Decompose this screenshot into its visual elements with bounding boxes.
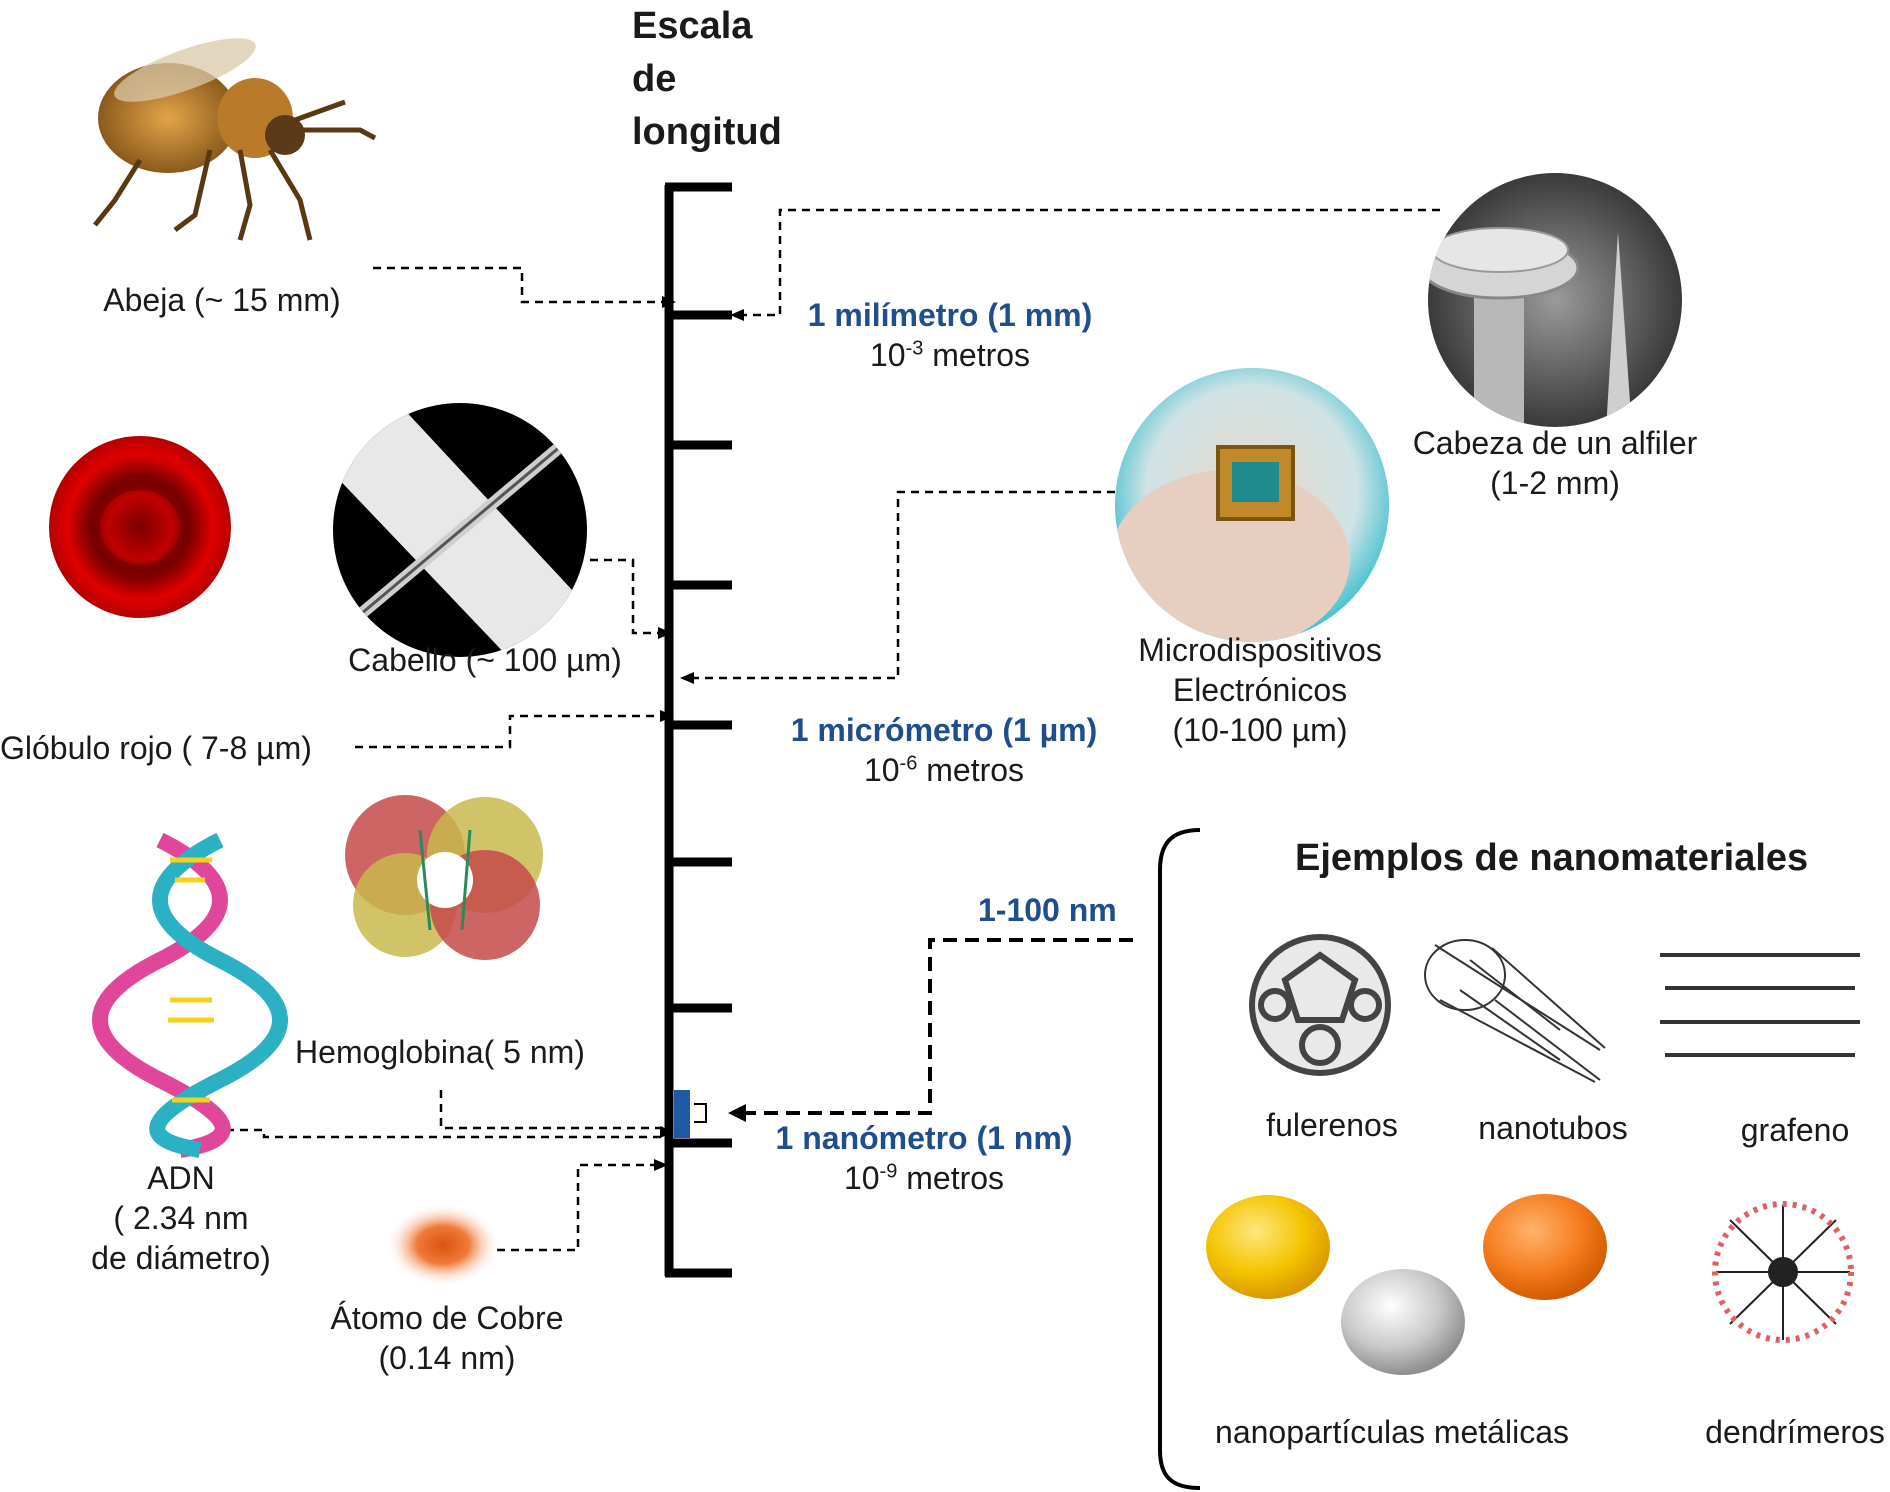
micro-line: Electrónicos: [1172, 672, 1348, 708]
dna-image: [92, 832, 288, 1158]
adn-line: ( 2.34 nm: [113, 1200, 249, 1236]
scale-name: 1 micrómetro (1 µm): [790, 712, 1098, 748]
connector-micro: [690, 490, 1115, 680]
scale-value: 10-3 metros: [869, 337, 1031, 373]
label-dendrimeros: dendrímeros: [1705, 1414, 1885, 1450]
fullerene-image: [1249, 934, 1391, 1076]
connectors: [226, 208, 1440, 1252]
dendrimer-image: [1712, 1201, 1854, 1343]
adn-line: ADN: [147, 1160, 215, 1196]
page-title: Escala de longitud: [632, 0, 782, 159]
scale-name: 1 nanómetro (1 nm): [775, 1120, 1073, 1156]
hair-sem-image: [333, 403, 587, 657]
nanomaterials-heading: Ejemplos de nanomateriales: [1295, 837, 1809, 879]
arrowhead: [680, 672, 694, 684]
label-grafeno: grafeno: [1740, 1112, 1850, 1148]
label-microdispositivos: Microdispositivos Electrónicos (10-100 µ…: [1138, 630, 1382, 750]
connector-cobre: [497, 1163, 660, 1252]
graphene-image: [1660, 953, 1860, 1057]
scale-label-nm: 1 nanómetro (1 nm) 10-9 metros: [776, 1118, 1073, 1198]
label-nanotubos: nanotubos: [1478, 1110, 1628, 1146]
label-nanoparticulas: nanopartículas metálicas: [1215, 1414, 1569, 1450]
arrowhead: [730, 309, 744, 321]
arrowhead: [654, 1159, 668, 1171]
adn-line: de diámetro): [91, 1240, 271, 1276]
scale-value: 10-6 metros: [863, 752, 1025, 788]
scale-label-um: 1 micrómetro (1 µm) 10-6 metros: [791, 710, 1098, 790]
connector-nano: [740, 938, 1133, 1115]
label-adn: ADN ( 2.34 nm de diámetro): [91, 1158, 271, 1278]
hemoglobin-image: [345, 795, 543, 960]
metal-nanoparticles-image: [1206, 1194, 1607, 1375]
arrowheads: [654, 296, 746, 1171]
title-line: de: [632, 58, 677, 100]
scale-value: 10-9 metros: [843, 1160, 1005, 1196]
pin-head-image: [1428, 173, 1682, 427]
label-globulo-rojo: Glóbulo rojo ( 7-8 µm): [0, 730, 312, 766]
red-blood-cell-image: [49, 436, 231, 618]
nanotube-image: [1424, 939, 1606, 1083]
label-alfiler: Cabeza de un alfiler (1-2 mm): [1413, 423, 1698, 503]
arrowhead: [658, 627, 672, 639]
label-cabello: Cabello (~ 100 µm): [348, 642, 622, 678]
connector-abeja: [373, 266, 668, 304]
connector-adn: [226, 1128, 666, 1139]
nano-range-bracket: [694, 1103, 707, 1123]
silver-nanoparticle: [1341, 1269, 1465, 1375]
cobre-line: Átomo de Cobre: [330, 1300, 564, 1336]
micro-line: Microdispositivos: [1138, 632, 1382, 668]
scale-label-mm: 1 milímetro (1 mm) 10-3 metros: [808, 295, 1093, 375]
copper-atom-image: [385, 1203, 501, 1287]
alfiler-line: Cabeza de un alfiler: [1412, 425, 1698, 461]
arrowhead: [660, 1126, 674, 1138]
bee-image: [93, 38, 377, 241]
gold-nanoparticle: [1206, 1195, 1330, 1299]
scale-name: 1 milímetro (1 mm): [807, 297, 1093, 333]
cobre-line: (0.14 nm): [378, 1340, 516, 1376]
copper-nanoparticle: [1483, 1194, 1607, 1300]
nano-range-marker: [674, 1090, 690, 1138]
micro-line: (10-100 µm): [1172, 712, 1348, 748]
label-abeja: Abeja (~ 15 mm): [103, 282, 341, 318]
connector-alfiler: [740, 208, 1440, 317]
arrowhead: [728, 1104, 746, 1122]
connector-globulo: [355, 714, 666, 749]
label-cobre: Átomo de Cobre (0.14 nm): [330, 1298, 563, 1378]
nanomaterials-bracket: [1158, 828, 1201, 1490]
alfiler-line: (1-2 mm): [1490, 465, 1620, 501]
title-line: Escala: [632, 5, 753, 47]
microdevice-image: [1115, 368, 1389, 642]
range-label: 1-100 nm: [978, 892, 1117, 928]
arrowhead: [660, 710, 674, 722]
connector-hemoglobina: [439, 1090, 666, 1130]
title-line: longitud: [632, 111, 782, 153]
arrowhead: [662, 296, 676, 308]
scale-bar: [664, 182, 732, 1278]
label-fulerenos: fulerenos: [1266, 1107, 1398, 1143]
label-hemoglobina: Hemoglobina( 5 nm): [295, 1034, 585, 1070]
connector-cabello: [590, 558, 664, 635]
